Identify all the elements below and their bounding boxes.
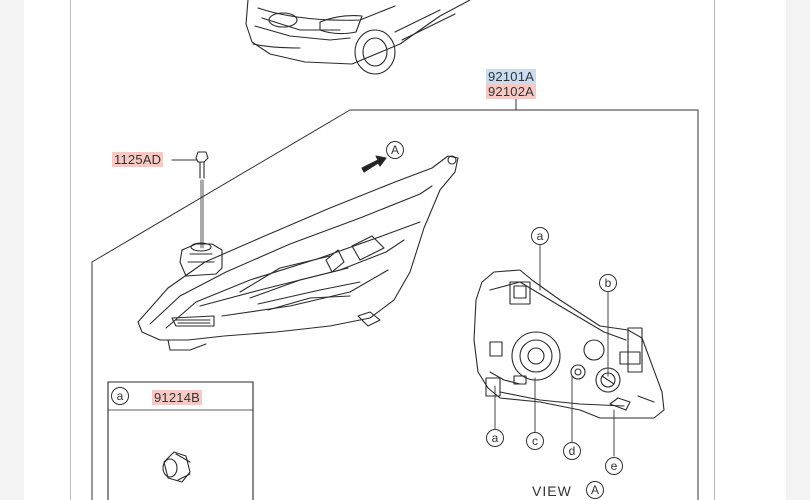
callout-d: d — [563, 442, 581, 460]
rear-view-leaders — [494, 243, 615, 457]
view-label-letter: A — [586, 481, 604, 499]
car-illustration — [245, 0, 471, 75]
part-number-92102A[interactable]: 92102A — [486, 84, 537, 99]
diagram-sheet — [24, 0, 786, 500]
part-number-92101A[interactable]: 92101A — [486, 69, 537, 84]
callout-b: b — [599, 274, 617, 292]
callout-view-arrow: A — [386, 141, 404, 159]
view-label: VIEW — [532, 483, 572, 499]
callout-c: c — [526, 432, 544, 450]
part-number-91214B[interactable]: 91214B — [152, 390, 203, 405]
detail-box-a — [107, 381, 254, 500]
headlamp-assembly — [137, 155, 459, 351]
frame-line-left — [70, 0, 71, 500]
callout-a-top: a — [531, 227, 549, 245]
rear-view-A — [473, 269, 665, 419]
view-arrow-A — [361, 155, 387, 173]
part-number-1125AD[interactable]: 1125AD — [112, 152, 164, 167]
bolt-1125AD — [195, 151, 209, 249]
callout-e: e — [605, 457, 623, 475]
callout-a-bottom: a — [486, 429, 504, 447]
callout-detail-box: a — [111, 387, 129, 405]
frame-line-right — [714, 0, 715, 500]
